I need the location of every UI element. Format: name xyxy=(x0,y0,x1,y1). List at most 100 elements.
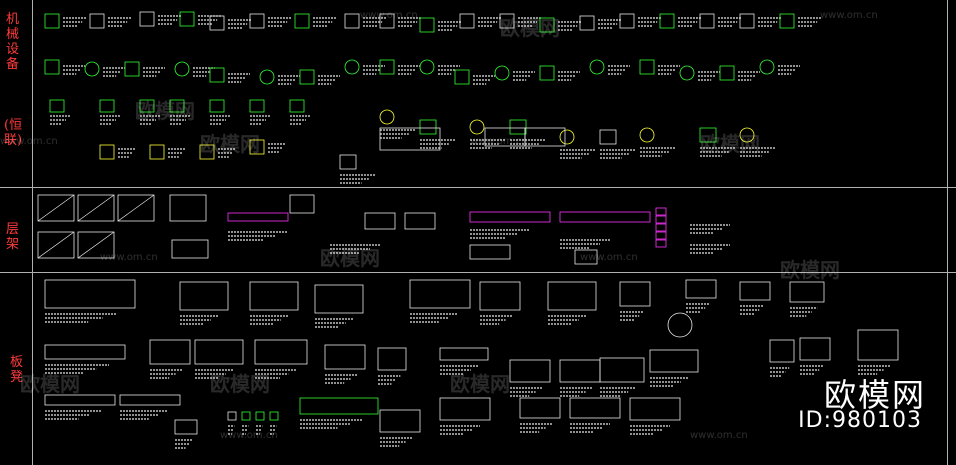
equipment-outline xyxy=(655,207,667,216)
watermark-url: www.om.cn xyxy=(470,136,528,147)
watermark-url: www.om.cn xyxy=(0,136,58,147)
equipment-outline xyxy=(619,13,635,29)
equipment-outline xyxy=(699,127,717,143)
equipment-outline xyxy=(314,284,364,314)
equipment-outline xyxy=(44,344,126,360)
equipment-outline xyxy=(149,339,191,365)
equipment-outline xyxy=(169,99,185,113)
equipment-outline xyxy=(377,347,407,371)
equipment-outline xyxy=(439,347,489,361)
section-label-benches: 板凳 xyxy=(10,355,24,385)
equipment-outline xyxy=(124,61,140,77)
equipment-outline xyxy=(509,359,551,383)
equipment-outline xyxy=(574,249,598,265)
equipment-outline xyxy=(37,231,75,259)
equipment-outline xyxy=(769,339,795,363)
equipment-outline xyxy=(44,13,60,29)
equipment-outline xyxy=(547,281,597,311)
equipment-outline xyxy=(324,344,366,370)
equipment-outline xyxy=(299,397,379,415)
footer-model-id: ID:980103 xyxy=(798,408,922,433)
equipment-circle xyxy=(469,119,485,135)
watermark-brand: 欧模网 xyxy=(780,258,840,282)
equipment-outline xyxy=(44,394,116,406)
equipment-outline xyxy=(419,17,435,33)
equipment-outline xyxy=(194,339,244,365)
equipment-outline xyxy=(379,409,421,433)
frame-right-border xyxy=(947,0,948,465)
equipment-outline xyxy=(77,194,115,222)
equipment-outline xyxy=(44,59,60,75)
equipment-outline xyxy=(479,281,521,311)
equipment-outline xyxy=(629,397,681,421)
equipment-outline xyxy=(139,11,155,27)
equipment-circle xyxy=(679,65,695,81)
watermark-brand: 欧模网 xyxy=(450,372,510,396)
watermark-url: www.om.cn xyxy=(220,430,278,441)
equipment-outline xyxy=(227,411,237,421)
watermark-brand: 欧模网 xyxy=(20,372,80,396)
equipment-outline xyxy=(255,411,265,421)
equipment-outline xyxy=(89,13,105,29)
watermark-brand: 欧模网 xyxy=(210,372,270,396)
equipment-outline xyxy=(77,231,115,259)
equipment-circle xyxy=(419,59,435,75)
equipment-outline xyxy=(249,99,265,113)
equipment-outline xyxy=(655,231,667,240)
equipment-outline xyxy=(254,339,308,365)
equipment-outline xyxy=(379,13,395,29)
equipment-outline xyxy=(779,13,795,29)
equipment-outline xyxy=(289,99,305,113)
equipment-circle xyxy=(759,59,775,75)
equipment-outline xyxy=(655,223,667,232)
equipment-outline xyxy=(599,129,617,145)
section-label-machinery: 机械设备 xyxy=(6,12,20,72)
equipment-outline xyxy=(619,281,651,307)
frame-left-border xyxy=(32,0,33,465)
equipment-outline xyxy=(439,397,491,421)
equipment-outline xyxy=(209,99,225,113)
watermark-url: www.om.cn xyxy=(100,252,158,263)
equipment-outline xyxy=(519,397,561,419)
equipment-outline xyxy=(404,212,436,230)
watermark-brand: 欧模网 xyxy=(135,99,195,123)
equipment-outline xyxy=(179,11,195,27)
equipment-outline xyxy=(579,15,595,31)
equipment-circle xyxy=(494,65,510,81)
watermark-url: www.om.cn xyxy=(820,10,878,21)
watermark-brand: 欧模网 xyxy=(200,132,260,156)
equipment-outline xyxy=(269,411,279,421)
equipment-circle xyxy=(84,61,100,77)
equipment-outline xyxy=(569,397,621,419)
equipment-outline xyxy=(44,279,136,309)
watermark-url: www.om.cn xyxy=(580,252,638,263)
equipment-outline xyxy=(179,281,229,311)
equipment-outline xyxy=(524,127,566,147)
equipment-outline xyxy=(655,215,667,224)
equipment-outline xyxy=(659,13,675,29)
equipment-outline xyxy=(739,281,771,301)
equipment-outline xyxy=(289,194,315,214)
drawing-line xyxy=(37,231,75,259)
equipment-circle xyxy=(589,59,605,75)
equipment-outline xyxy=(857,329,899,361)
equipment-outline xyxy=(249,139,265,155)
equipment-circle xyxy=(174,61,190,77)
equipment-outline xyxy=(599,357,645,383)
equipment-outline xyxy=(719,65,735,81)
equipment-outline xyxy=(99,99,115,113)
watermark-brand: 欧模网 xyxy=(700,132,760,156)
equipment-outline xyxy=(169,194,207,222)
equipment-outline xyxy=(294,13,310,29)
equipment-outline xyxy=(655,239,667,248)
equipment-outline xyxy=(499,13,515,29)
equipment-outline xyxy=(174,419,198,435)
equipment-outline xyxy=(117,194,155,222)
row-divider-2 xyxy=(0,272,956,273)
footer-brand-logo: 欧模网 xyxy=(823,376,926,414)
equipment-outline xyxy=(37,194,75,222)
equipment-outline xyxy=(789,281,825,303)
equipment-outline xyxy=(339,154,357,170)
